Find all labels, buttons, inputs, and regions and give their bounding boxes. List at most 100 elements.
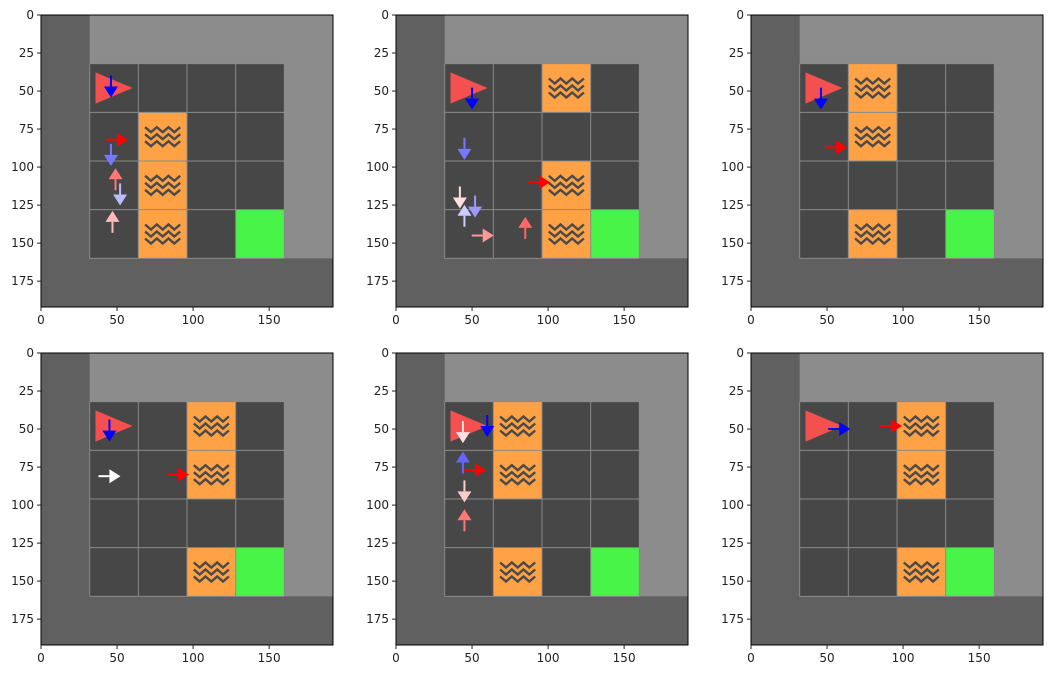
lava-tile — [493, 547, 542, 597]
action-arrow-right — [879, 419, 902, 433]
x-tick-label: 100 — [892, 313, 915, 327]
lava-wave — [144, 125, 181, 134]
y-tick-label: 0 — [26, 346, 34, 360]
lava-tile — [493, 401, 542, 451]
y-tick-label: 50 — [19, 422, 34, 436]
lava-wave — [903, 428, 940, 438]
x-tick-label: 50 — [109, 651, 124, 665]
x-tick-label: 100 — [892, 651, 915, 665]
lava-wave — [548, 83, 585, 93]
lava-cell — [138, 161, 187, 210]
y-tick-label: 175 — [721, 612, 744, 626]
lava-wave — [548, 76, 585, 86]
y-tick-label: 50 — [729, 84, 744, 98]
y-tick-label: 150 — [366, 236, 389, 250]
arrow-head — [113, 194, 128, 206]
lava-tile — [542, 209, 591, 259]
y-tick-label: 125 — [11, 536, 34, 550]
y-tick-label: 150 — [11, 236, 34, 250]
arrow-head — [475, 463, 487, 478]
action-arrow-right — [527, 175, 550, 190]
y-tick-label: 75 — [19, 460, 34, 474]
lava-cell — [897, 547, 946, 597]
lava-cell — [542, 209, 591, 259]
arrow-head — [890, 419, 902, 433]
lava-wave — [903, 477, 940, 486]
agent-triangle — [450, 72, 488, 104]
lava-wave — [144, 188, 181, 197]
lava-wave — [903, 421, 940, 431]
action-arrow-up — [105, 210, 120, 233]
lava-tile — [493, 450, 542, 499]
y-tick-label: 125 — [721, 536, 744, 550]
axes-frame — [395, 352, 689, 646]
arrow-head — [177, 467, 189, 482]
y-tick-label: 50 — [374, 422, 389, 436]
lava-tile — [848, 63, 897, 113]
lava-cell — [138, 112, 187, 161]
lava-cell — [897, 401, 946, 451]
y-tick-label: 175 — [366, 274, 389, 288]
arrow-head — [480, 426, 495, 437]
lava-wave — [548, 174, 585, 183]
x-tick-label: 50 — [464, 651, 479, 665]
y-tick-label: 175 — [11, 274, 34, 288]
axes-frame — [395, 14, 689, 308]
arrow-head — [518, 216, 533, 228]
action-arrow-right — [98, 469, 121, 484]
arrow-head — [102, 430, 117, 442]
lava-wave — [548, 181, 585, 190]
action-arrow-down — [813, 87, 828, 110]
x-tick-label: 100 — [537, 313, 560, 327]
lava-tile — [138, 209, 187, 259]
lava-wave — [193, 574, 230, 584]
lava-tile — [848, 112, 897, 161]
action-arrow-down — [452, 186, 467, 209]
lava-cell — [848, 63, 897, 113]
goal-cell — [945, 547, 995, 597]
lava-cell — [848, 112, 897, 161]
lava-tile — [187, 450, 236, 499]
y-tick-label: 125 — [366, 536, 389, 550]
lava-wave — [548, 90, 585, 100]
lava-wave — [193, 560, 230, 570]
x-tick-label: 0 — [747, 313, 755, 327]
lava-cell — [848, 209, 897, 259]
axes-frame — [750, 14, 1044, 308]
lava-cell — [542, 63, 591, 113]
lava-wave — [903, 567, 940, 577]
y-tick-label: 25 — [19, 384, 34, 398]
goal-cell — [235, 209, 285, 259]
lava-wave — [144, 222, 181, 232]
y-tick-label: 25 — [19, 46, 34, 60]
x-tick-label: 150 — [968, 651, 991, 665]
lava-wave — [548, 236, 585, 246]
lava-wave — [499, 567, 536, 577]
lava-wave — [193, 470, 230, 479]
lava-tile — [138, 161, 187, 210]
x-tick-label: 0 — [37, 651, 45, 665]
arrow-head — [117, 132, 129, 147]
action-arrow-down — [102, 419, 117, 442]
lava-wave — [193, 567, 230, 577]
y-tick-label: 100 — [366, 498, 389, 512]
lava-tile — [897, 450, 946, 499]
lava-cell — [493, 450, 542, 499]
y-tick-label: 100 — [721, 498, 744, 512]
arrow-head — [457, 204, 472, 216]
goal-cell — [590, 547, 640, 597]
x-tick-label: 0 — [392, 651, 400, 665]
y-tick-label: 75 — [374, 460, 389, 474]
lava-wave — [854, 139, 891, 148]
arrow-head — [108, 168, 123, 180]
y-tick-label: 25 — [374, 46, 389, 60]
lava-wave — [548, 222, 585, 232]
lava-wave — [144, 174, 181, 183]
lava-wave — [854, 76, 891, 86]
action-arrow-up — [518, 216, 533, 239]
x-tick-label: 100 — [537, 651, 560, 665]
